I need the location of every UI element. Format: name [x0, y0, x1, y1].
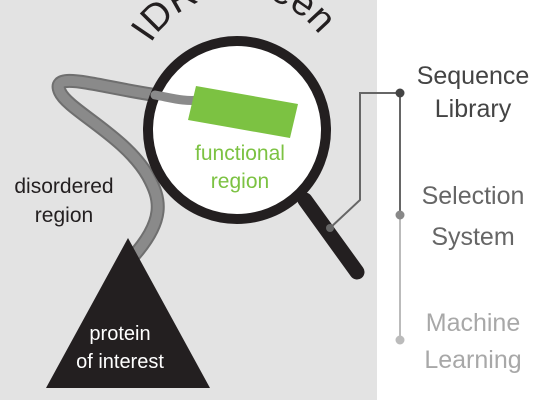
disordered-region-label-2: region	[35, 204, 93, 227]
step-dot-selection-system	[395, 210, 405, 220]
step-dot-machine-learning	[395, 335, 405, 345]
magnifier-connector	[329, 92, 400, 229]
protein-label-1: protein	[89, 323, 150, 345]
protein-triangle	[46, 238, 210, 388]
protein-label-2: of interest	[76, 351, 164, 373]
connector-start-dot	[326, 224, 334, 232]
disordered-region-label-1: disordered	[14, 175, 113, 198]
step-selection-system-line1: Selection	[422, 182, 525, 210]
magnifier-lens	[143, 36, 331, 224]
magnifier-handle	[297, 192, 365, 280]
step-selection-system-line2: System	[431, 223, 514, 251]
functional-region-label-1: functional	[195, 142, 285, 165]
functional-region-label-2: region	[211, 170, 269, 193]
step-machine-learning-line1: Machine	[426, 309, 521, 337]
step-sequence-library-line2: Library	[435, 95, 512, 123]
step-dot-sequence-library	[395, 88, 405, 98]
step-sequence-library-line1: Sequence	[417, 62, 530, 90]
step-machine-learning-line2: Learning	[424, 346, 521, 374]
functional-region-bar	[188, 86, 298, 138]
